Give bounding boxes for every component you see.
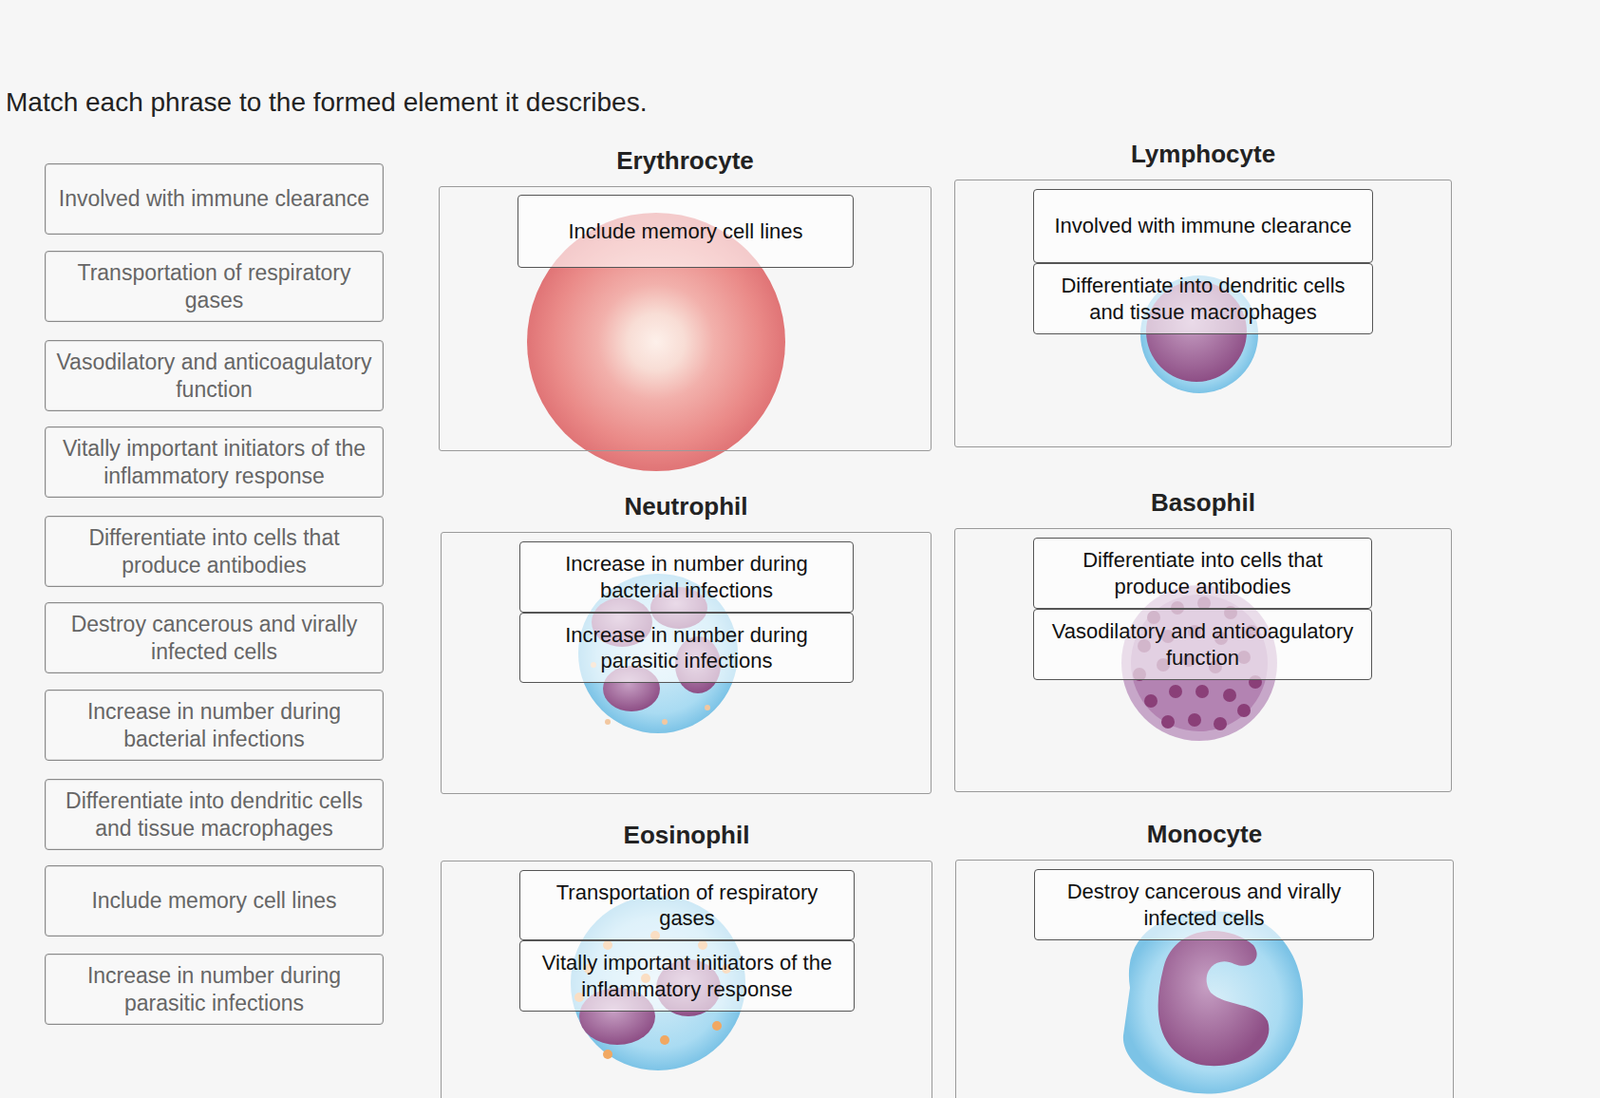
phrase-text: Destroy cancerous and virally infected c… [1044,878,1364,931]
drop-zone: EosinophilTransportation of respiratory … [440,860,933,1098]
placed-card: Destroy cancerous and virally infected c… [1034,868,1375,941]
cell-heading: Monocyte [956,818,1453,849]
phrase-text: Increase in number during bacterial infe… [529,550,844,603]
drop-zone: ErythrocyteInclude memory cell lines [438,186,932,452]
placed-card: Differentiate into cells that produce an… [1033,537,1373,609]
phrase-text: Vasodilatory and anticoagulatory functio… [55,348,374,404]
cell-heading: Basophil [955,487,1451,518]
placed-card: Transportation of respiratory gases [519,869,855,941]
placed-card: Involved with immune clearance [1033,188,1374,264]
drop-zone: NeutrophilIncrease in number during bact… [440,531,932,794]
title: Match each phrase to the formed element … [5,87,647,118]
placed-card: Vitally important initiators of the infl… [519,940,855,1012]
placed-card: Differentiate into dendritic cells and t… [1033,263,1374,335]
phrase-card: Transportation of respiratory gases [44,250,384,322]
placed-card: Increase in number during parasitic infe… [519,612,854,683]
phrase-card: Differentiate into dendritic cells and t… [44,778,384,850]
phrase-text: Transportation of respiratory gases [55,259,374,315]
phrase-text: Differentiate into cells that produce an… [55,524,374,580]
cell-heading: Erythrocyte [439,145,931,176]
phrase-card: Vasodilatory and anticoagulatory functio… [44,339,384,412]
phrase-text: Destroy cancerous and virally infected c… [55,610,374,666]
drop-zone: LymphocyteInvolved with immune clearance… [954,179,1452,448]
phrase-text: Include memory cell lines [91,886,337,915]
phrase-text: Differentiate into cells that produce an… [1043,546,1362,600]
phrase-text: Vasodilatory and anticoagulatory functio… [1043,618,1362,671]
phrase-text: Transportation of respiratory gases [529,879,845,932]
phrase-text: Involved with immune clearance [58,185,370,213]
placed-card: Include memory cell lines [517,194,854,268]
phrase-text: Increase in number during parasitic infe… [529,621,844,675]
placed-card: Vasodilatory and anticoagulatory functio… [1033,608,1373,680]
phrase-card: Destroy cancerous and virally infected c… [44,602,384,674]
phrase-text: Include memory cell lines [568,218,804,245]
phrase-text: Increase in number during bacterial infe… [55,697,374,753]
drop-zone: MonocyteDestroy cancerous and virally in… [955,859,1454,1098]
cell-heading: Neutrophil [441,490,931,522]
phrase-card: Differentiate into cells that produce an… [44,515,384,587]
cell-heading: Eosinophil [441,819,932,850]
phrase-text: Involved with immune clearance [1054,212,1352,240]
phrase-text: Vitally important initiators of the infl… [55,434,374,490]
phrase-text: Vitally important initiators of the infl… [529,949,845,1002]
phrase-card: Increase in number during parasitic infe… [44,953,384,1025]
phrase-text: Differentiate into dendritic cells and t… [1043,272,1363,325]
phrase-text: Increase in number during parasitic infe… [55,961,374,1017]
phrase-text: Differentiate into dendritic cells and t… [55,787,374,843]
phrase-card: Involved with immune clearance [44,163,384,235]
phrase-card: Vitally important initiators of the infl… [44,426,384,498]
drop-zone: BasophilDifferentiate into cells that pr… [954,527,1452,792]
phrase-card: Include memory cell lines [44,865,384,937]
placed-card: Increase in number during bacterial infe… [519,541,854,613]
phrase-card: Increase in number during bacterial infe… [44,689,384,761]
cell-heading: Lymphocyte [955,138,1451,170]
